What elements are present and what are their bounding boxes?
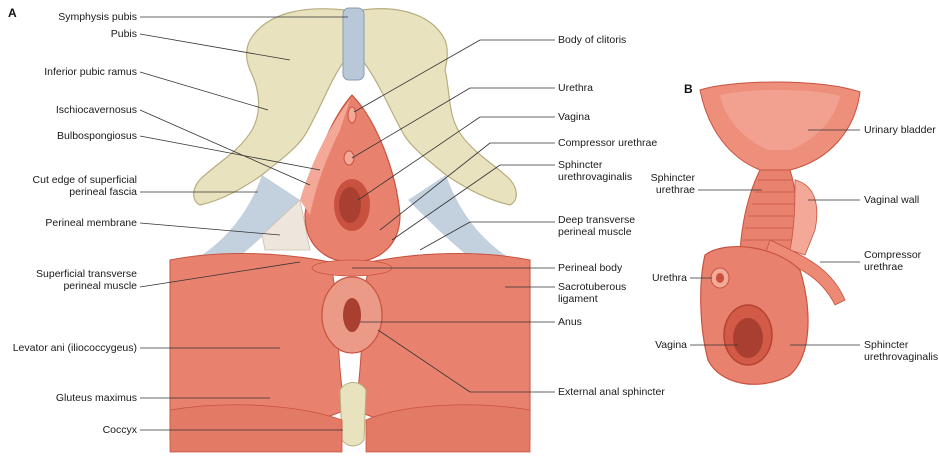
label-cut-edge-fascia: Cut edge of superficial perineal fascia [33, 174, 137, 198]
label-bulbospongiosus: Bulbospongiosus [57, 130, 137, 142]
gluteus-maximus-right [366, 405, 530, 452]
vagina-inner [339, 187, 361, 223]
label-urethra: Urethra [558, 82, 593, 94]
panel-b-illustration [700, 82, 860, 384]
label-b-vaginal-wall: Vaginal wall [864, 194, 919, 206]
coccyx [340, 383, 366, 447]
anus [343, 298, 361, 332]
label-external-anal-sphincter: External anal sphincter [558, 386, 665, 398]
label-compressor-urethrae: Compressor urethrae [558, 137, 657, 149]
label-body-of-clitoris: Body of clitoris [558, 34, 626, 46]
label-deep-transverse-perineal: Deep transverse perineal muscle [558, 214, 635, 238]
clitoris [348, 107, 356, 123]
label-b-sphincter-urethrae: Sphincter urethrae [651, 172, 695, 196]
label-symphysis-pubis: Symphysis pubis [58, 11, 137, 23]
label-superficial-transverse-perineal: Superficial transverse perineal muscle [36, 268, 137, 292]
label-b-compressor-urethrae: Compressor urethrae [864, 249, 921, 273]
label-perineal-membrane: Perineal membrane [45, 217, 137, 229]
label-b-sphincter-urethrovaginalis: Sphincter urethrovaginalis [864, 339, 938, 363]
label-b-vagina: Vagina [655, 339, 687, 351]
panel-a-letter: A [8, 6, 17, 20]
panel-b-letter: B [684, 82, 693, 96]
label-ischiocavernosus: Ischiocavernosus [56, 104, 137, 116]
label-coccyx: Coccyx [103, 424, 137, 436]
label-sphincter-urethrovaginalis: Sphincter urethrovaginalis [558, 159, 632, 183]
label-pubis: Pubis [111, 28, 137, 40]
symphysis-pubis [343, 8, 364, 80]
label-sacrotuberous-ligament: Sacrotuberous ligament [558, 281, 626, 305]
label-vagina: Vagina [558, 111, 590, 123]
label-inferior-pubic-ramus: Inferior pubic ramus [44, 66, 137, 78]
label-anus: Anus [558, 316, 582, 328]
label-gluteus-maximus: Gluteus maximus [56, 392, 137, 404]
label-levator-ani: Levator ani (iliococcygeus) [13, 342, 137, 354]
label-b-urinary-bladder: Urinary bladder [864, 124, 936, 136]
label-b-urethra: Urethra [652, 272, 687, 284]
label-perineal-body: Perineal body [558, 262, 622, 274]
